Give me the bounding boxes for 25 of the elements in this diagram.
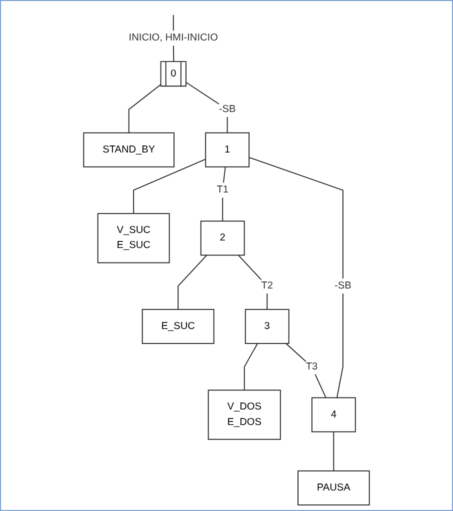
- node-box: E_SUC: [142, 308, 214, 344]
- connector: [238, 254, 268, 310]
- connector: [128, 84, 162, 134]
- connector: [133, 158, 206, 214]
- edge-label: T3: [306, 361, 318, 372]
- connector: [186, 82, 228, 134]
- node-box: 4: [311, 397, 356, 432]
- connector: [244, 343, 258, 391]
- node-box: V_DOS E_DOS: [208, 390, 281, 440]
- edge-label: T1: [216, 184, 228, 196]
- connector: [333, 431, 334, 472]
- node-box: 3: [244, 308, 290, 344]
- edge-label: INICIO, HMI-INICIO: [128, 32, 218, 44]
- node-box: 2: [200, 220, 245, 256]
- edge-label: -SB: [334, 280, 352, 292]
- node-box: PAUSA: [298, 470, 370, 506]
- node-box: 1: [205, 132, 250, 168]
- connector: [285, 343, 326, 398]
- edge-label: T2: [261, 280, 273, 292]
- connector: [248, 156, 344, 398]
- node-box: V_SUC E_SUC: [97, 213, 170, 264]
- connector: [222, 166, 226, 222]
- edge-label: -SB: [218, 104, 236, 115]
- connector: [178, 254, 208, 310]
- node-box: STAND_BY: [83, 132, 175, 168]
